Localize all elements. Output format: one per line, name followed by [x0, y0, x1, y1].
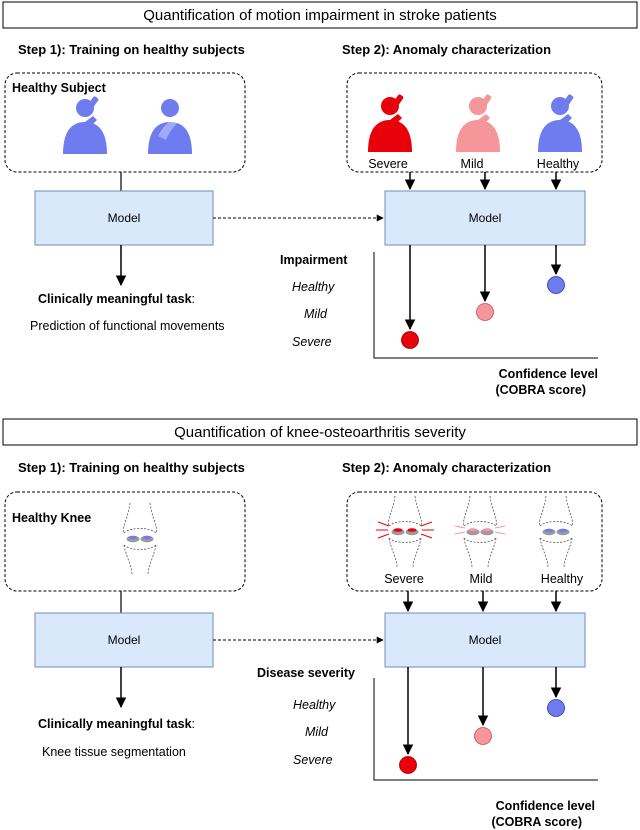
- model-box-right: [384, 612, 586, 668]
- category-label: Mild: [470, 572, 493, 586]
- mild-score-dot: [474, 727, 492, 745]
- task-desc: Knee tissue segmentation: [42, 745, 186, 759]
- person-thinking-icon: [148, 99, 192, 154]
- panel-stroke: Quantification of motion impairment in s…: [2, 1, 638, 397]
- task-title: Clinically meaningful task:: [38, 717, 195, 731]
- severe-score-dot: [401, 331, 419, 349]
- healthy-score-dot: [547, 276, 565, 294]
- model-left-label: Model: [108, 211, 141, 225]
- step1-title: Step 1): Training on healthy subjects: [18, 42, 245, 57]
- knee-joint-icon: [463, 495, 497, 569]
- knee-joint-icon: [123, 502, 157, 576]
- panel-title: Quantification of motion impairment in s…: [143, 7, 497, 24]
- category-label: Healthy: [541, 572, 584, 586]
- knee-joint-icon: [539, 495, 573, 569]
- task-desc: Prediction of functional movements: [30, 319, 225, 333]
- task-title-colon: :: [192, 292, 195, 306]
- inflammation-marks-mild: [454, 525, 506, 535]
- task-title-text: Clinically meaningful task: [38, 292, 192, 306]
- level-label: Mild: [305, 725, 329, 739]
- panel-title: Quantification of knee-osteoarthritis se…: [174, 424, 466, 441]
- step2-title: Step 2): Anomaly characterization: [342, 460, 551, 475]
- confidence-label-1: Confidence level: [499, 367, 598, 381]
- task-title: Clinically meaningful task:: [38, 292, 195, 306]
- severe-score-dot: [399, 756, 417, 774]
- level-label: Severe: [292, 335, 332, 349]
- step2-title: Step 2): Anomaly characterization: [342, 42, 551, 57]
- category-label: Severe: [368, 157, 408, 171]
- level-label: Healthy: [293, 698, 336, 712]
- severe-knee-damage: [393, 528, 417, 532]
- model-box-left: [34, 612, 214, 668]
- mild-knee-damage: [468, 528, 492, 532]
- healthy-box-label: Healthy Subject: [12, 81, 107, 95]
- healthy-score-dot: [547, 699, 565, 717]
- anomaly-box: [346, 72, 603, 173]
- category-label: Healthy: [537, 157, 580, 171]
- axis-frame: [373, 678, 598, 781]
- anomaly-box: [346, 491, 603, 592]
- panel-title-box: [2, 418, 638, 446]
- axis-frame: [373, 252, 598, 359]
- panel-title-box: [2, 1, 638, 29]
- level-label: Mild: [304, 307, 328, 321]
- axis-title: Disease severity: [257, 666, 355, 680]
- confidence-label-2: (COBRA score): [495, 383, 586, 397]
- healthy-knee-box: [4, 491, 246, 592]
- category-label: Severe: [384, 572, 424, 586]
- person-drinking-icon: [368, 93, 412, 152]
- model-right-label: Model: [469, 211, 502, 225]
- confidence-label-2: (COBRA score): [491, 815, 582, 829]
- healthy-box-label: Healthy Knee: [12, 511, 91, 525]
- model-right-label: Model: [469, 633, 502, 647]
- level-label: Severe: [293, 753, 333, 767]
- category-label: Mild: [461, 157, 484, 171]
- knee-joint-icon: [388, 495, 422, 569]
- level-label: Healthy: [292, 280, 335, 294]
- person-drinking-icon: [538, 93, 582, 152]
- panel-knee: Quantification of knee-osteoarthritis se…: [2, 418, 638, 829]
- task-title-text: Clinically meaningful task: [38, 717, 192, 731]
- model-box-right: [384, 190, 586, 246]
- person-drinking-icon: [456, 93, 500, 152]
- model-left-label: Model: [108, 633, 141, 647]
- person-drinking-icon: [63, 95, 107, 154]
- step1-title: Step 1): Training on healthy subjects: [18, 460, 245, 475]
- mild-score-dot: [476, 303, 494, 321]
- confidence-label-1: Confidence level: [496, 799, 595, 813]
- inflammation-marks-severe: [376, 521, 434, 539]
- healthy-subject-box: [4, 72, 246, 173]
- task-title-colon: :: [192, 717, 195, 731]
- axis-title: Impairment: [280, 253, 348, 267]
